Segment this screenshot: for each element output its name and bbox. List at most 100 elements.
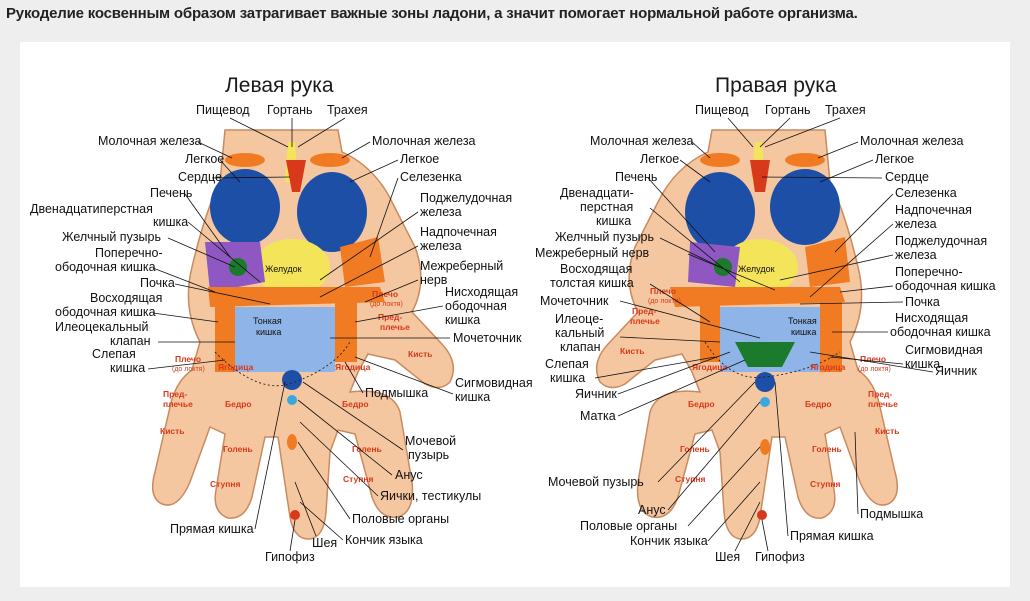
- left-anus-dot: [287, 395, 297, 405]
- right-lung-l: [685, 172, 755, 252]
- r-label-pancreas-1: Поджелудочная: [895, 234, 987, 248]
- right-zone-wrist-2: Кисть: [875, 426, 900, 436]
- label-pancreas-2: железа: [420, 205, 462, 219]
- right-zone-thigh-r: Бедро: [805, 399, 832, 409]
- r-label-duodenum-1: Двенадцати-: [560, 186, 634, 200]
- left-hand: Левая рука Желудок Тонкая кишка Плечо (д…: [30, 74, 533, 564]
- right-zone-thigh-l: Бедро: [688, 399, 715, 409]
- r-label-lung-l: Легкое: [640, 152, 679, 166]
- left-zone-foot-r: Ступня: [343, 474, 374, 484]
- left-desc-colon: [335, 302, 357, 362]
- right-zone-buttock-r: Ягодица: [810, 362, 846, 372]
- r-label-transverse-2: ободочная кишка: [895, 279, 996, 293]
- left-heart: [286, 160, 306, 192]
- r-label-tongue-tip: Кончик языка: [630, 534, 708, 548]
- r-label-spleen: Селезенка: [895, 186, 957, 200]
- right-spleen: [805, 237, 850, 287]
- r-label-rectum: Прямая кишка: [790, 529, 874, 543]
- right-pituitary: [757, 510, 767, 520]
- label-sigmoid-1: Сигмовидная: [455, 376, 533, 390]
- right-bladder: [755, 372, 775, 392]
- left-breast-r: [310, 153, 350, 167]
- r-label-breast-r: Молочная железа: [860, 134, 964, 148]
- r-label-esophagus: Пищевод: [695, 103, 749, 117]
- right-zone-foot-l: Ступня: [675, 474, 706, 484]
- label-ileocecal-2: клапан: [110, 334, 151, 348]
- label-adrenal-1: Надпочечная: [420, 225, 497, 239]
- r-label-bladder: Мочевой пузырь: [548, 475, 644, 489]
- left-leader-lines: [147, 117, 454, 552]
- left-spleen: [340, 237, 385, 287]
- left-pituitary: [290, 510, 300, 520]
- left-lung-l: [210, 169, 280, 245]
- r-label-genitals: Половые органы: [580, 519, 677, 533]
- left-asc-colon: [215, 302, 235, 372]
- label-breast-r: Молочная железа: [372, 134, 476, 148]
- label-gallbladder: Желчный пузырь: [62, 230, 161, 244]
- label-pancreas-1: Поджелудочная: [420, 191, 512, 205]
- r-label-ileocecal-3: клапан: [560, 340, 601, 354]
- right-zone-stomach: Желудок: [738, 264, 775, 274]
- label-tongue-tip: Кончик языка: [345, 533, 423, 547]
- label-trachea: Трахея: [327, 103, 368, 117]
- r-label-liver: Печень: [615, 170, 657, 184]
- left-zone-to-elbow: (до локтя): [370, 301, 403, 308]
- right-anus-dot: [760, 397, 770, 407]
- left-zone-thigh-r: Бедро: [342, 399, 369, 409]
- left-zone-forearm-1: Пред-: [378, 312, 402, 322]
- right-hand-title: Правая рука: [715, 74, 837, 97]
- left-zone-shin-r: Голень: [352, 444, 382, 454]
- left-small-intestine: [235, 307, 335, 372]
- label-descending-2: ободочная: [445, 299, 507, 313]
- right-zone-foot-r: Ступня: [810, 479, 841, 489]
- label-descending-1: Нисходящая: [445, 285, 518, 299]
- r-label-duodenum-2: перстная: [580, 200, 633, 214]
- label-intercostal-1: Межреберный: [420, 259, 503, 273]
- left-zone-wrist: Кисть: [408, 349, 433, 359]
- left-zone-small-intestine-1: Тонкая: [253, 316, 282, 326]
- label-spleen: Селезенка: [400, 170, 462, 184]
- r-label-lung-r: Легкое: [875, 152, 914, 166]
- r-label-duodenum-3: кишка: [596, 214, 631, 228]
- right-breast-r: [785, 153, 825, 167]
- label-duodenum-1: Двенадцатиперстная: [30, 202, 153, 216]
- right-genital: [760, 439, 770, 455]
- right-zone-forearm-4: плечье: [868, 399, 898, 409]
- r-label-ovary-l: Яичник: [575, 387, 617, 401]
- right-hand: Правая рука Желудок Тонкая кишка Плечо (…: [535, 74, 996, 564]
- r-label-pituitary: Гипофиз: [755, 550, 805, 564]
- r-label-larynx: Гортань: [765, 103, 811, 117]
- hand-reflexology-diagram: Левая рука Желудок Тонкая кишка Плечо (д…: [30, 74, 996, 564]
- right-stomach: [722, 239, 798, 295]
- right-breast-l: [700, 153, 740, 167]
- r-label-armpit: Подмышка: [860, 507, 923, 521]
- r-label-gallbladder: Желчный пузырь: [555, 230, 654, 244]
- right-zone-forearm-1: Пред-: [632, 306, 656, 316]
- label-breast-l: Молочная железа: [98, 134, 202, 148]
- label-heart: Сердце: [178, 170, 222, 184]
- label-ascending-1: Восходящая: [90, 291, 162, 305]
- r-label-intercostal: Межреберный нерв: [535, 246, 650, 260]
- right-zone-forearm-2: плечье: [630, 316, 660, 326]
- r-label-sigmoid-1: Сигмовидная: [905, 343, 983, 357]
- label-armpit: Подмышка: [365, 386, 428, 400]
- right-zone-shoulder-2: Плечо: [860, 354, 886, 364]
- label-lung-r: Легкое: [400, 152, 439, 166]
- label-bladder-2: пузырь: [408, 448, 449, 462]
- label-larynx: Гортань: [267, 103, 313, 117]
- label-descending-3: кишка: [445, 313, 480, 327]
- left-zone-forearm-2: плечье: [380, 322, 410, 332]
- left-zone-thigh-l: Бедро: [225, 399, 252, 409]
- label-neck: Шея: [312, 536, 337, 550]
- left-zone-forearm-4: плечье: [163, 399, 193, 409]
- right-zone-shin-l: Голень: [680, 444, 710, 454]
- left-zone-shin-l: Голень: [223, 444, 253, 454]
- r-label-breast-l: Молочная железа: [590, 134, 694, 148]
- right-zone-small-intestine-1: Тонкая: [788, 316, 817, 326]
- right-lung-r: [770, 169, 840, 245]
- r-label-ascending-2: толстая кишка: [550, 276, 634, 290]
- label-testicles: Яички, тестикулы: [380, 489, 481, 503]
- right-zone-forearm-3: Пред-: [868, 389, 892, 399]
- r-label-kidney: Почка: [905, 295, 940, 309]
- r-label-descending-2: ободочная кишка: [890, 325, 991, 339]
